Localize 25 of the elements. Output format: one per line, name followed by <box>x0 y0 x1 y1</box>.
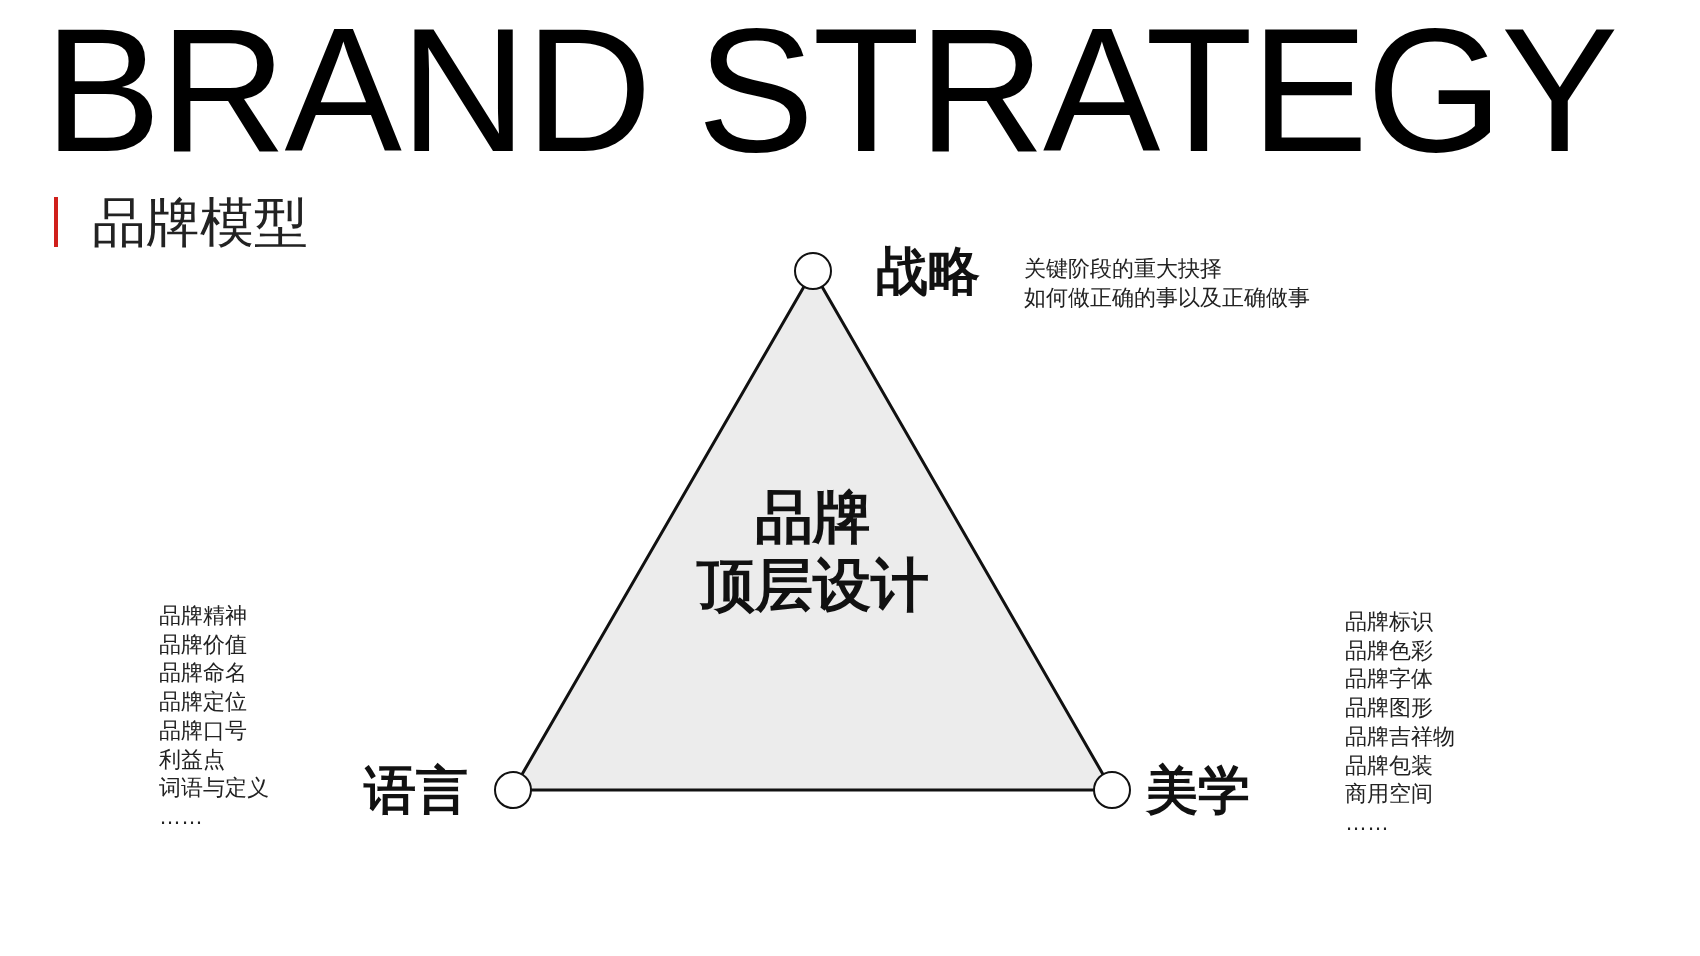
title: BRAND STRATEGY <box>44 2 1617 178</box>
list-item: 品牌色彩 <box>1345 636 1433 665</box>
list-item: 利益点 <box>159 745 225 774</box>
pillar-label: 美学 <box>1146 760 1250 821</box>
subtitle: 品牌模型 <box>92 191 308 254</box>
list-item: 品牌价值 <box>159 630 247 659</box>
list-item: 关键阶段的重大抉择 <box>1024 255 1222 283</box>
list-item: …… <box>1345 808 1389 837</box>
list-item: 品牌精神 <box>159 602 247 630</box>
list-item: 品牌图形 <box>1345 694 1433 723</box>
list-item: 品牌口号 <box>159 716 247 745</box>
center-text: 顶层设计 <box>696 551 929 619</box>
pillar-label: 语言 <box>364 760 468 821</box>
list-item: 品牌命名 <box>159 659 247 688</box>
list-item: 如何做正确的事以及正确做事 <box>1024 284 1310 312</box>
list-item: 品牌吉祥物 <box>1345 722 1455 751</box>
list-item: 品牌定位 <box>159 688 247 717</box>
list-item: 品牌字体 <box>1345 665 1433 694</box>
list-item: 品牌包装 <box>1345 751 1433 780</box>
list-item: …… <box>159 802 203 831</box>
list-item: 商用空间 <box>1345 780 1433 809</box>
list-item: 品牌标识 <box>1345 608 1433 636</box>
pillar-label: 战略 <box>876 241 980 302</box>
list-item: 词语与定义 <box>159 774 269 803</box>
center-text: 品牌 <box>754 483 871 551</box>
